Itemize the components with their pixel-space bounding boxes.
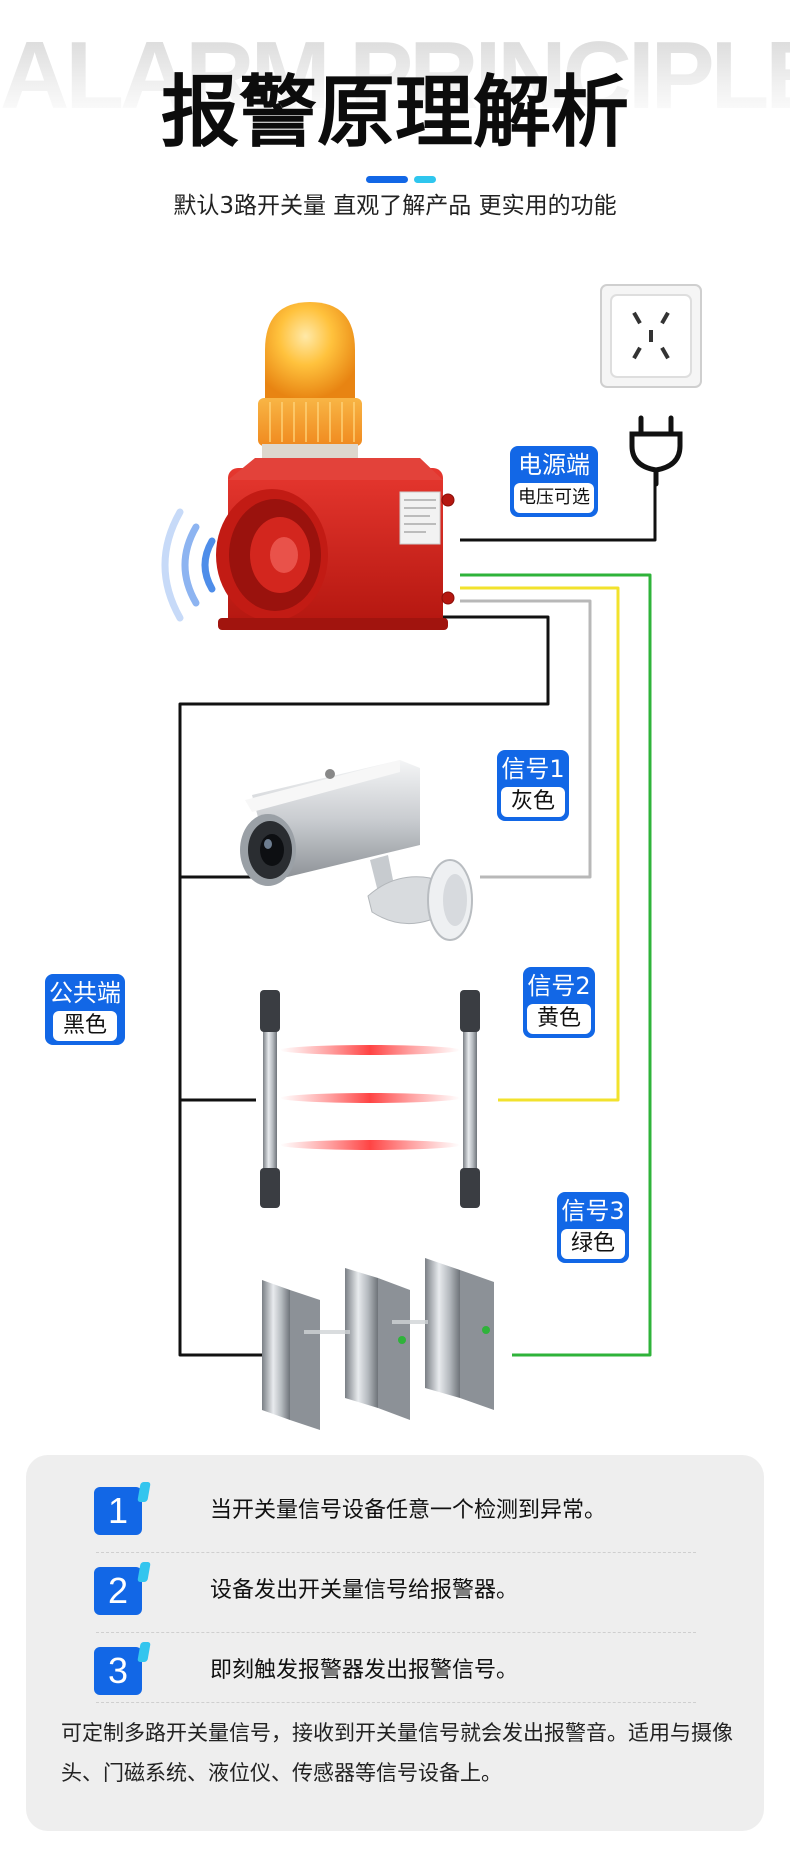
turnstile-gate-icon xyxy=(262,1258,494,1430)
step-item: 2 设备发出开关量信号给报警器。 xyxy=(66,1561,726,1623)
step-item: 3 即刻触发报警器发出报警信号。 xyxy=(66,1641,726,1703)
step-item: 1 当开关量信号设备任意一个检测到异常。 xyxy=(66,1481,726,1543)
common-black-wire xyxy=(178,615,550,1357)
steps-panel: 1 当开关量信号设备任意一个检测到异常。 2 设备发出开关量信号给报警器。 3 … xyxy=(26,1455,764,1831)
power-terminal-label: 电源端 电压可选 xyxy=(510,446,598,517)
wires xyxy=(178,455,657,1357)
wall-socket-icon xyxy=(600,284,702,388)
title-accent-bar xyxy=(366,176,408,183)
signal1-color: 灰色 xyxy=(501,787,566,817)
wiring-diagram xyxy=(161,284,702,1430)
step-text: 当开关量信号设备任意一个检测到异常。 xyxy=(210,1498,607,1523)
signal2-title: 信号2 xyxy=(527,972,591,1000)
step-divider xyxy=(96,1702,696,1703)
page-title: 报警原理解析 xyxy=(160,68,629,158)
background-title: ALARM PRINCIPLE xyxy=(0,22,790,129)
signal1-title: 信号1 xyxy=(501,755,565,783)
application-note: 可定制多路开关量信号，接收到开关量信号就会发出报警音。适用与摄像头、门磁系统、液… xyxy=(61,1721,733,1785)
signal3-title: 信号3 xyxy=(561,1197,625,1225)
common-terminal-label: 公共端 黑色 xyxy=(45,974,125,1045)
step-number: 2 xyxy=(94,1567,142,1615)
signal1-label: 信号1 灰色 xyxy=(497,750,570,821)
step-text: 即刻触发报警器发出报警信号。 xyxy=(210,1658,519,1683)
signal2-label: 信号2 黄色 xyxy=(523,967,596,1038)
common-terminal-title: 公共端 xyxy=(49,979,121,1007)
sound-wave-icon xyxy=(161,508,216,622)
infrared-beam-icon xyxy=(260,990,480,1208)
yellow-signal-wire xyxy=(460,586,620,1102)
green-signal-wire xyxy=(460,573,652,1357)
alarm-speaker-icon xyxy=(216,302,455,630)
page-subtitle: 默认3路开关量 直观了解产品 更实用的功能 xyxy=(173,193,617,219)
power-terminal-title: 电源端 xyxy=(518,451,590,479)
step-number: 1 xyxy=(94,1487,142,1535)
signal3-label: 信号3 绿色 xyxy=(557,1192,630,1263)
signal3-color: 绿色 xyxy=(561,1229,626,1259)
title-accent-bar-secondary xyxy=(414,176,436,183)
step-divider xyxy=(96,1632,696,1633)
step-number: 3 xyxy=(94,1647,142,1695)
power-terminal-note: 电压可选 xyxy=(514,483,594,513)
gray-signal-wire xyxy=(460,599,592,879)
camera-icon xyxy=(240,760,473,941)
common-terminal-color: 黑色 xyxy=(52,1011,117,1041)
step-divider xyxy=(96,1552,696,1553)
step-text: 设备发出开关量信号给报警器。 xyxy=(210,1578,519,1603)
power-plug-icon xyxy=(629,415,683,487)
signal2-color: 黄色 xyxy=(527,1004,592,1034)
